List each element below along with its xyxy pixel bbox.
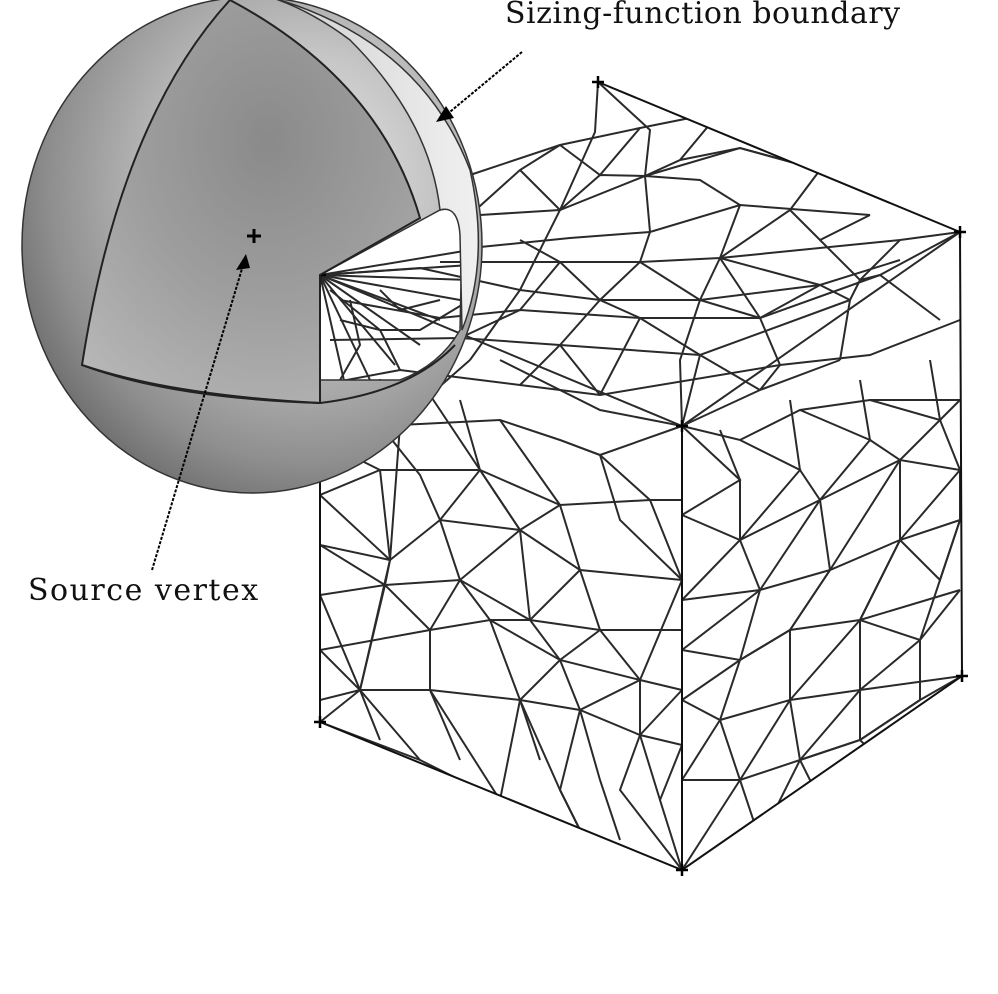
- sizing-function-sphere: [21, 0, 483, 494]
- cube-vertex-markers: [314, 76, 968, 876]
- cube-edges: [319, 81, 964, 872]
- source-vertex-arrow: [151, 254, 250, 571]
- source-vertex-label: Source vertex: [28, 573, 260, 608]
- sizing-function-boundary-label: Sizing-function boundary: [505, 0, 901, 31]
- cube-mesh: [320, 82, 962, 870]
- sizing-boundary-arrow: [436, 51, 523, 122]
- source-vertex-marker: [247, 229, 261, 243]
